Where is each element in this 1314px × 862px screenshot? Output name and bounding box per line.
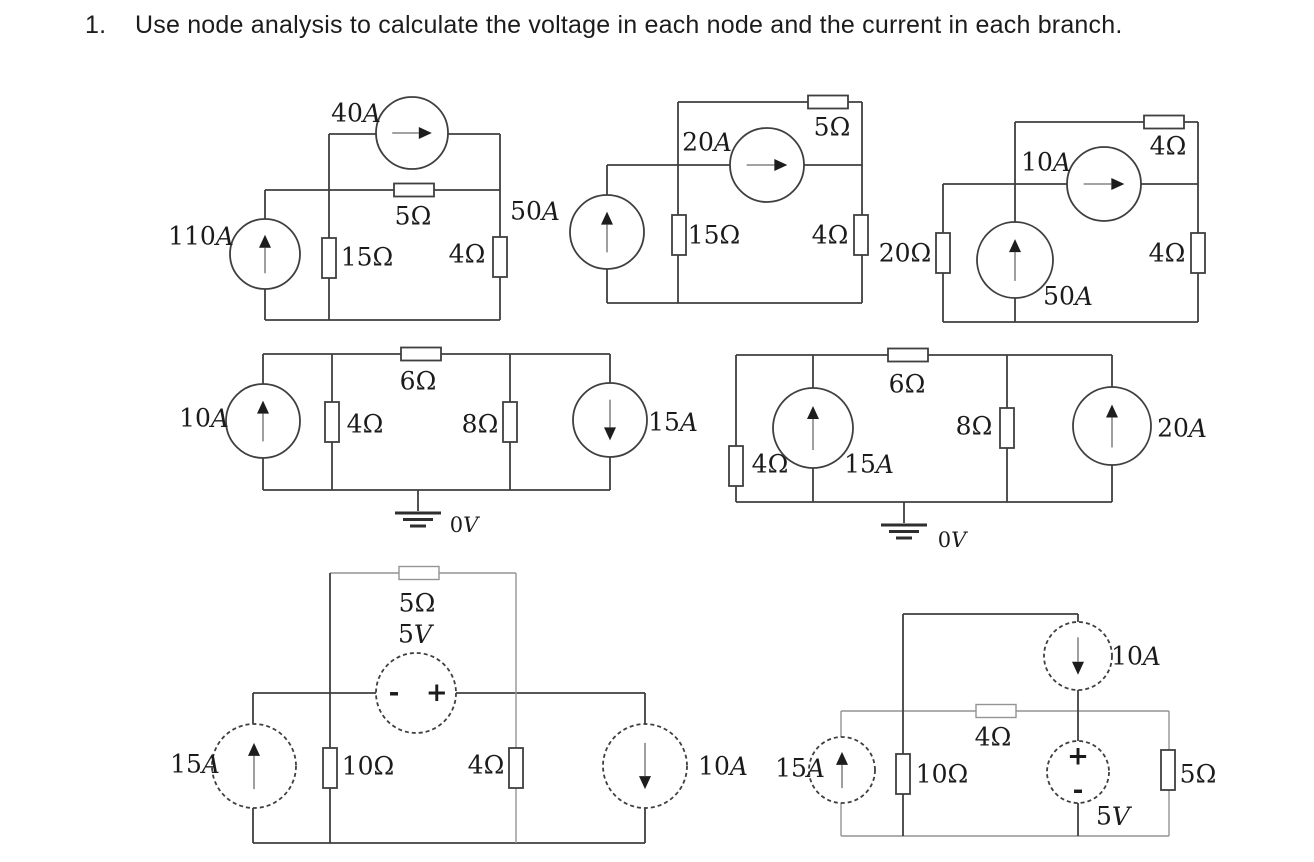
component-label: 6Ω [889, 370, 926, 399]
current-arrow-head [836, 751, 848, 765]
resistor [398, 565, 440, 581]
minus-terminal-sign: - [1073, 776, 1084, 806]
voltage-source [375, 652, 457, 734]
component-label: 10A [1021, 148, 1071, 177]
current-arrow-head [259, 234, 271, 248]
resistor [1160, 749, 1176, 791]
problem-statement: 1. Use node analysis to calculate the vol… [85, 11, 1122, 40]
circuit-3: 4Ω 20Ω 4Ω 10A 50A [879, 114, 1206, 323]
resistor [935, 232, 951, 274]
component-label: 4Ω [975, 723, 1012, 752]
component-label: 4Ω [812, 221, 849, 250]
plus-terminal-sign: + [1067, 742, 1089, 772]
component-label: 50A [510, 197, 560, 226]
component-label: 4Ω [468, 751, 505, 780]
component-label: 4Ω [1149, 239, 1186, 268]
current-arrow-head [639, 776, 651, 790]
resistor [1190, 232, 1206, 274]
circuit-4: 6Ω 4Ω 8Ω 10A 15A 0V [179, 346, 698, 537]
component-label: 15A [648, 408, 698, 437]
component-label: 4Ω [1150, 132, 1187, 161]
component-label: 6Ω [400, 367, 437, 396]
component-label: 20A [1157, 414, 1207, 443]
component-label: 5V [1096, 802, 1133, 831]
component-label: 10A [698, 752, 748, 781]
resistor [728, 445, 744, 487]
resistor [999, 407, 1015, 449]
current-arrow-head [257, 400, 269, 414]
resistor [853, 214, 869, 256]
component-label: 15Ω [341, 243, 394, 272]
current-arrow-head [807, 406, 819, 419]
resistor [502, 401, 518, 443]
current-arrow-head [774, 159, 788, 171]
component-label: 8Ω [462, 410, 499, 439]
circuit-6: 5Ω 10Ω 4Ω 15A 10A -+5V [170, 565, 748, 844]
component-label: 5Ω [395, 202, 432, 231]
problem-text: Use node analysis to calculate the volta… [135, 11, 1123, 39]
current-arrow-head [601, 211, 613, 225]
component-label: 8Ω [956, 412, 993, 441]
resistor [887, 347, 929, 363]
resistor [1143, 114, 1185, 130]
current-arrow-head [604, 427, 616, 441]
resistor [508, 747, 524, 789]
resistor [400, 346, 442, 362]
component-label: 50A [1043, 282, 1093, 311]
current-arrow-head [418, 127, 432, 139]
component-label: 15A [844, 450, 894, 479]
resistor [807, 94, 849, 110]
component-label: 15A [775, 754, 825, 783]
component-label: 10Ω [342, 752, 395, 781]
component-label: 15Ω [688, 221, 741, 250]
current-arrow-head [1009, 239, 1021, 253]
resistor [393, 182, 435, 198]
component-label: 0V [938, 528, 968, 552]
current-arrow-head [1072, 661, 1084, 675]
component-label: 5Ω [814, 113, 851, 142]
component-label: 10A [1111, 642, 1161, 671]
component-label: 5Ω [399, 589, 436, 618]
resistor [322, 747, 338, 789]
component-label: 20Ω [879, 239, 932, 268]
resistor [895, 753, 911, 795]
resistor [492, 236, 508, 278]
voltage-source [1046, 740, 1110, 804]
component-label: 4Ω [347, 410, 384, 439]
current-arrow-head [1106, 404, 1118, 418]
component-label: 10A [179, 404, 229, 433]
component-label: 10Ω [916, 760, 969, 789]
component-label: 20A [682, 128, 732, 157]
component-label: 5V [398, 620, 435, 649]
component-label: 5Ω [1180, 760, 1217, 789]
component-label: 4Ω [449, 240, 486, 269]
resistor [321, 237, 337, 279]
plus-terminal-sign: + [426, 678, 448, 708]
problem-number: 1. [85, 11, 107, 39]
component-label: 40A [331, 99, 381, 128]
current-arrow-head [1111, 178, 1125, 190]
circuit-2: 5Ω 15Ω 4Ω 20A 50A [510, 94, 869, 304]
current-arrow-head [248, 742, 260, 756]
minus-terminal-sign: - [389, 678, 400, 708]
component-label: 110A [168, 222, 234, 251]
resistor [671, 214, 687, 256]
component-label: 15A [170, 750, 220, 779]
component-label: 0V [450, 513, 480, 537]
resistor [975, 703, 1017, 719]
resistor [324, 401, 340, 443]
